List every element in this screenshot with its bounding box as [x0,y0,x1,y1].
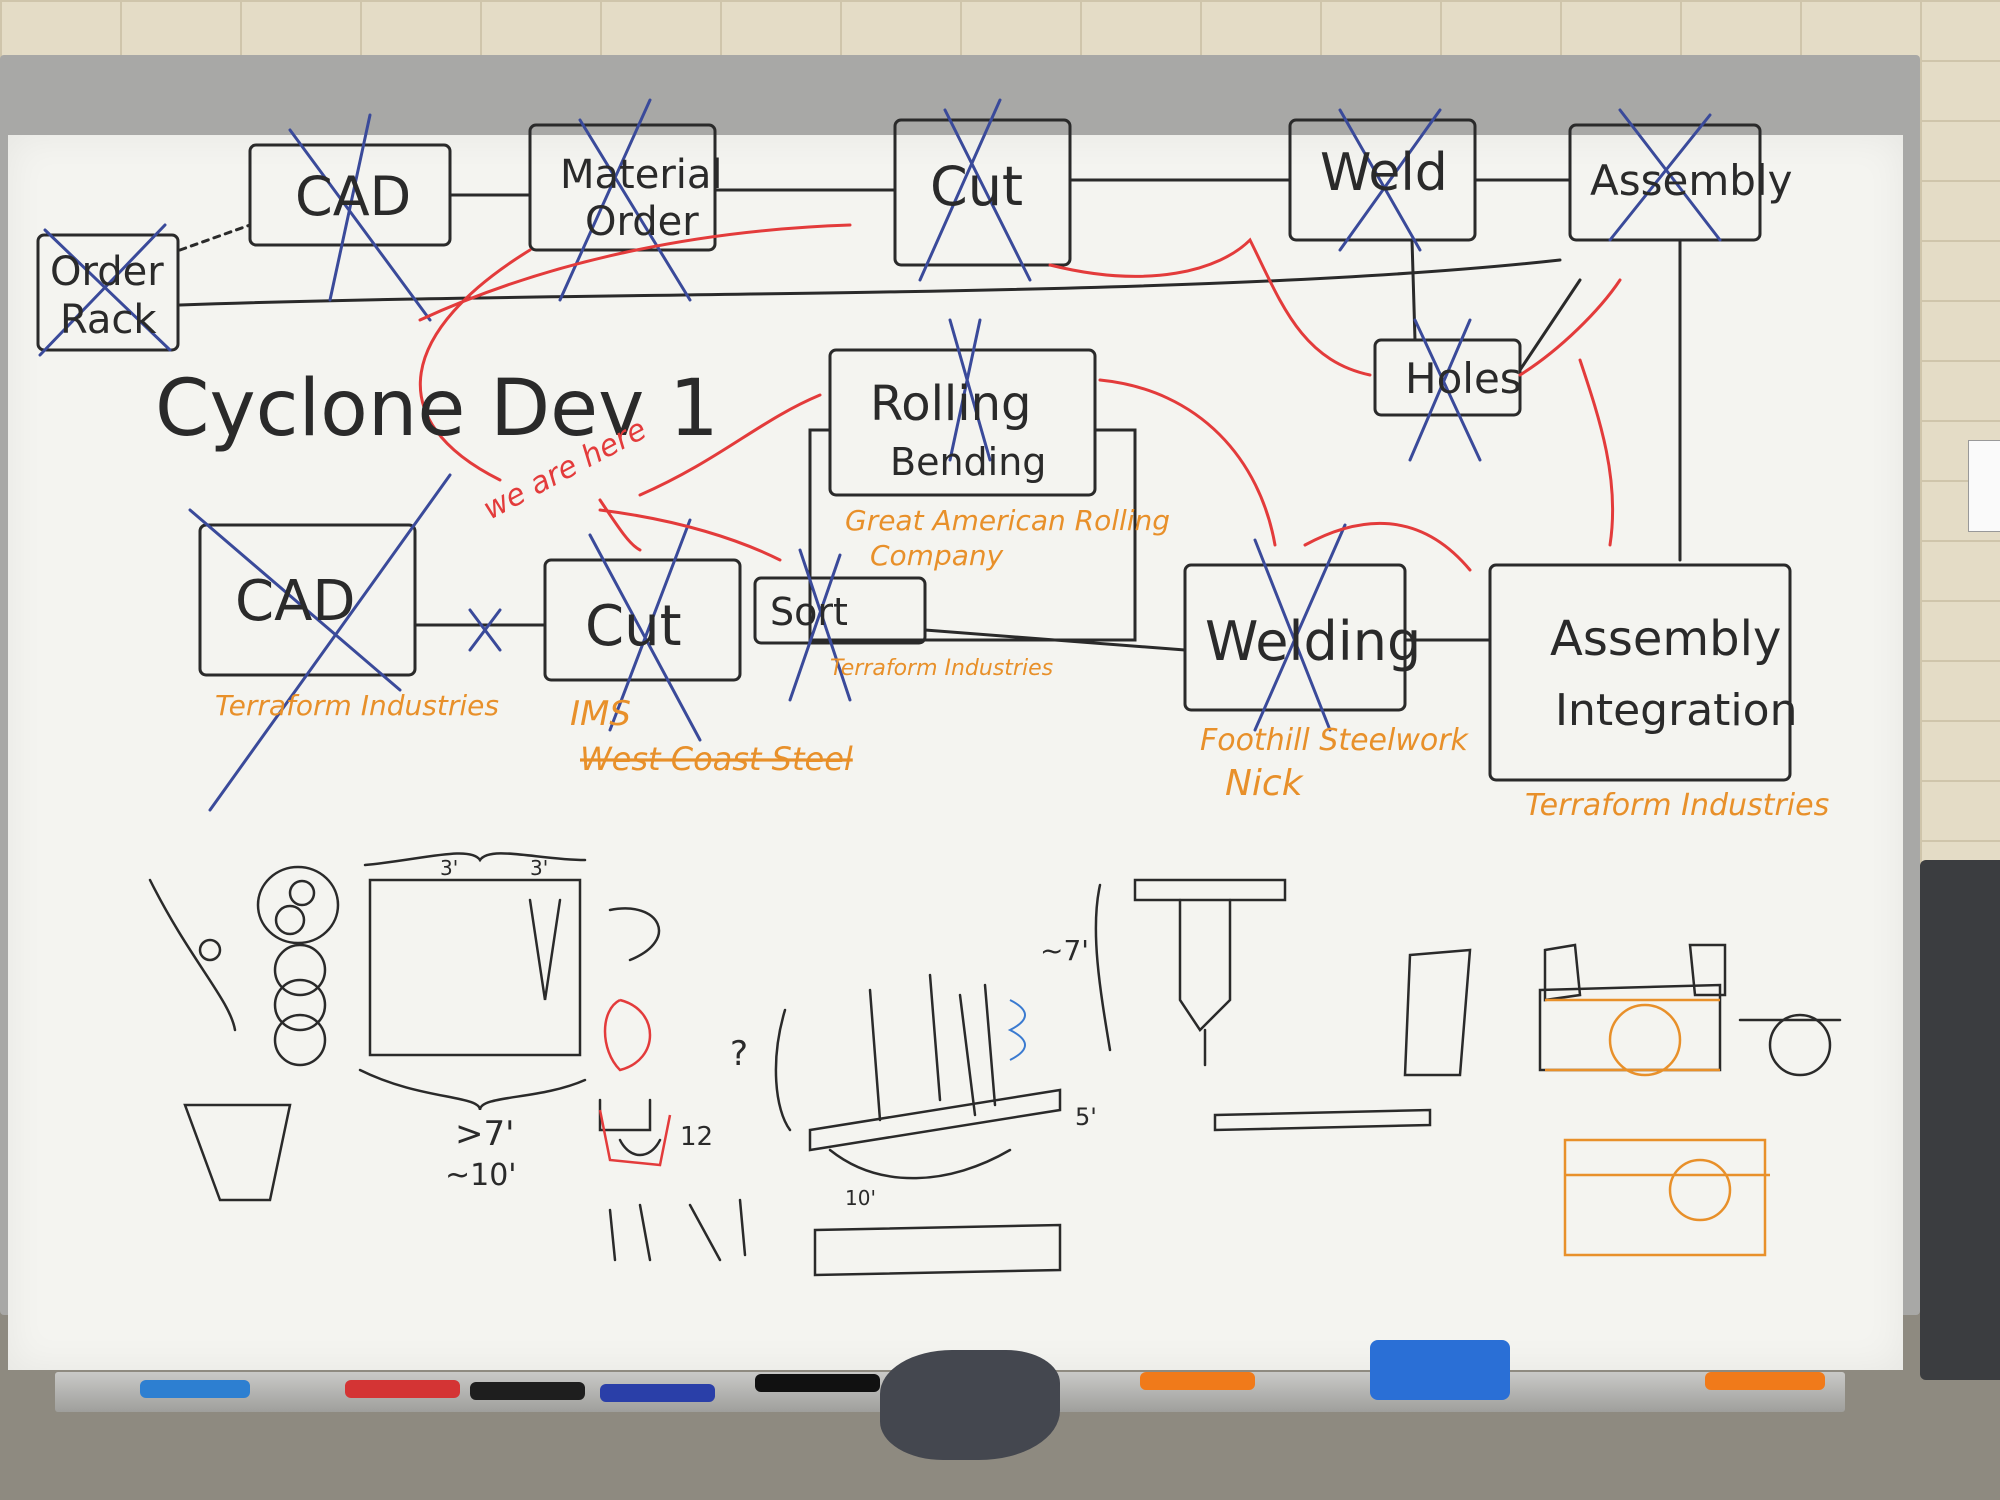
marker-black-2[interactable] [755,1374,880,1392]
label-cut-top: Cut [930,155,1023,218]
label-order-rack-2: Rack [60,297,157,343]
label-weld-top: Weld [1320,143,1448,203]
label-cad-bottom: CAD [235,569,356,634]
box-welding [1183,563,1407,712]
dim-5: 5' [1075,1103,1097,1131]
vendor-rolling-2: Company [870,539,1004,572]
dim-3a: 3' [440,856,458,880]
vendor-cut-2: West Coast Steel [580,740,853,778]
dim-3b: 3' [530,856,548,880]
marker-orange-2[interactable] [1705,1372,1825,1390]
label-cad-top: CAD [295,165,411,228]
label-material-2: Order [585,199,699,245]
eraser-cloth[interactable] [880,1350,1060,1460]
box-sort [753,576,927,645]
box-material-order [528,123,717,252]
box-cut-bottom [543,558,742,682]
dim-7: ~7' [1040,934,1089,967]
vendor-welding-1: Foothill Steelwork [1200,723,1470,758]
box-order-rack [36,233,180,352]
label-welding: Welding [1205,610,1421,673]
vendor-cad-bottom: Terraform Industries [215,689,499,722]
vendor-sort: Terraform Industries [830,656,1053,681]
label-rolling-1: Rolling [870,376,1031,432]
box-cut-top [893,118,1072,267]
label-cut-bottom: Cut [585,594,682,659]
marker-red[interactable] [345,1380,460,1398]
label-order-rack-1: Order [50,249,164,295]
dim-q: ? [730,1034,748,1074]
trash-bin [1920,860,2000,1380]
vendor-cut-1: IMS [570,694,631,734]
board-title: Cyclone Dev 1 [155,364,719,454]
board-cleaner-bottle[interactable] [1370,1340,1510,1400]
vendor-rolling-1: Great American Rolling [845,504,1170,537]
label-sort: Sort [770,590,848,634]
box-assembly-top [1568,123,1762,242]
vendor-welding-2: Nick [1225,763,1305,804]
dim-10a: ~10' [445,1158,517,1193]
marker-black[interactable] [470,1382,585,1400]
vendor-assembly-int: Terraform Industries [1525,788,1829,823]
label-assembly-int-1: Assembly [1550,611,1781,667]
box-holes [1373,338,1522,417]
label-assembly-int-2: Integration [1555,685,1797,736]
box-assembly-integration [1488,563,1792,782]
marker-blue-2[interactable] [600,1384,715,1402]
label-material-1: Material [560,152,723,198]
warning-sign [1968,440,2000,532]
box-rolling [828,348,1097,497]
dim-gt7: >7' [455,1114,514,1154]
label-holes: Holes [1405,354,1522,403]
marker-orange-1[interactable] [1140,1372,1255,1390]
marker-blue-1[interactable] [140,1380,250,1398]
dim-12: 12 [680,1122,713,1152]
label-assembly-top: Assembly [1590,156,1792,205]
dim-10b: 10' [845,1186,876,1210]
label-rolling-2: Bending [890,440,1046,484]
